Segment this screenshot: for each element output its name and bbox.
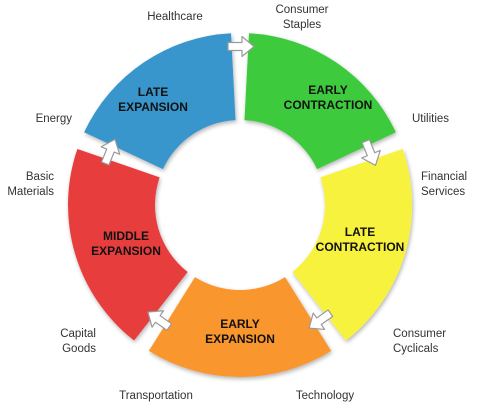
cycle-arrow-icon (308, 309, 334, 331)
sector-label-technology: Technology (295, 390, 355, 402)
segment-late-expansion (84, 33, 236, 170)
segment-middle-expansion (68, 149, 188, 341)
sector-label-transportation: Transportation (119, 390, 193, 402)
cycle-arrow-icon (227, 35, 255, 58)
cycle-arrow-icon (361, 139, 381, 166)
sector-label-consumer-cyclicals: Consumer Cyclicals (393, 328, 447, 355)
sector-label-energy: Energy (35, 113, 72, 125)
sector-label-capital-goods: Capital Goods (60, 328, 96, 355)
sector-label-basic-materials: Basic Materials (7, 171, 54, 198)
sector-label-healthcare: Healthcare (147, 11, 203, 23)
sector-label-financial-services: Financial Services (421, 171, 468, 198)
segment-early-contraction (244, 33, 396, 170)
sector-label-utilities: Utilities (412, 113, 450, 125)
cycle-arrow-icon (100, 138, 121, 166)
sector-label-consumer-staples: Consumer Staples (275, 4, 329, 31)
segment-late-contraction (292, 149, 412, 341)
segment-early-expansion (148, 277, 332, 377)
cycle-arrow-icon (147, 310, 173, 331)
